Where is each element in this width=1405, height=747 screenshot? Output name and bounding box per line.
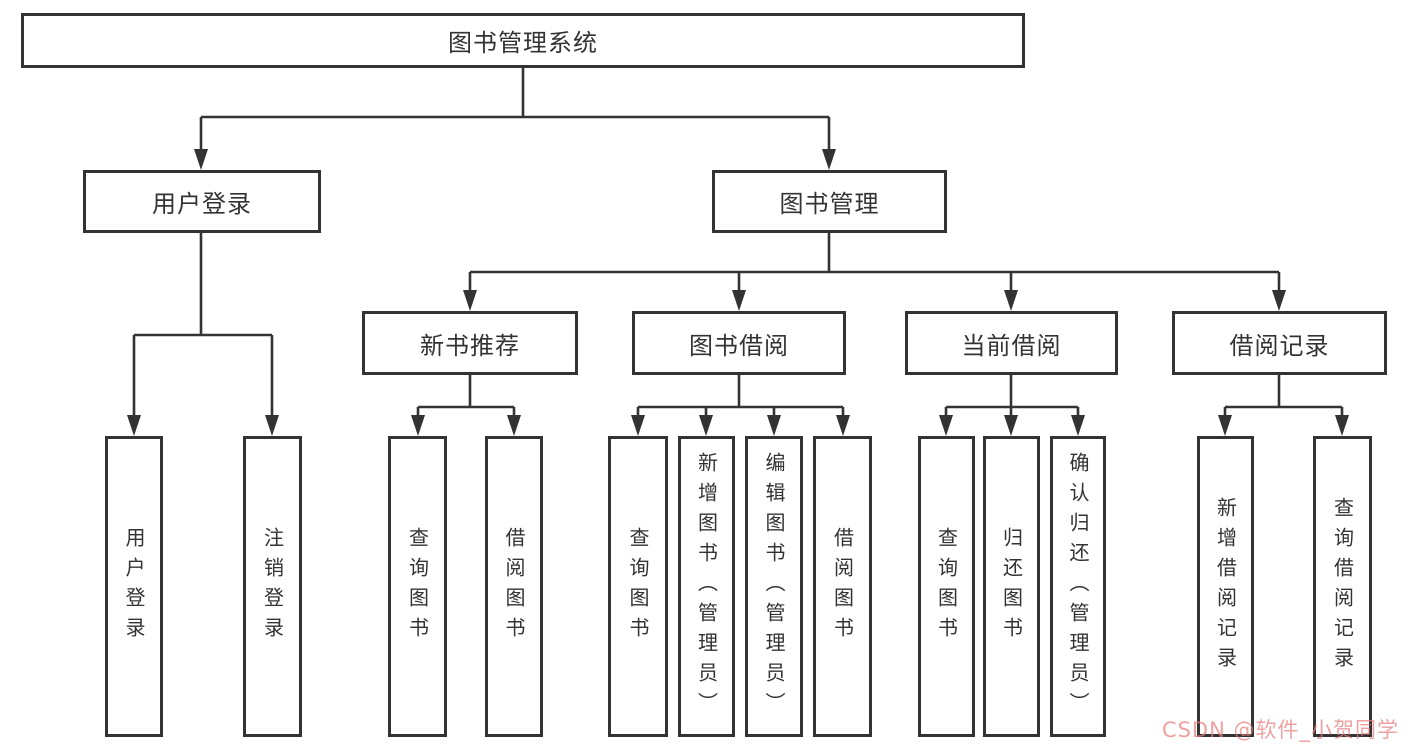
node-label: 图书管理系统 <box>448 29 598 57</box>
node-label: 新书推荐 <box>420 331 520 360</box>
leaf-query-books-recommend: 查询图书 <box>388 436 447 737</box>
leaf-label: 查询图书 <box>626 526 650 647</box>
leaf-label: 确认归还（管理员） <box>1066 451 1090 722</box>
node-current-borrow: 当前借阅 <box>905 311 1118 375</box>
leaf-user-login: 用户登录 <box>105 436 163 737</box>
leaf-label: 新增图书（管理员） <box>694 451 719 722</box>
csdn-watermark: CSDN @软件_小贺同学 <box>1161 718 1399 742</box>
node-book-borrow: 图书借阅 <box>632 311 846 375</box>
leaf-borrow-books: 借阅图书 <box>813 436 872 737</box>
leaf-label: 编辑图书（管理员） <box>762 451 786 722</box>
arrowheads <box>127 149 1349 436</box>
leaf-confirm-return-admin: 确认归还（管理员） <box>1050 436 1106 737</box>
node-borrow-records: 借阅记录 <box>1172 311 1387 375</box>
leaf-borrow-books-recommend: 借阅图书 <box>485 436 543 737</box>
leaf-label: 注销登录 <box>260 526 285 647</box>
leaf-label: 新增借阅记录 <box>1213 496 1238 677</box>
node-new-book-recommend: 新书推荐 <box>362 311 578 375</box>
leaf-label: 用户登录 <box>122 526 146 647</box>
leaf-label: 查询借阅记录 <box>1330 496 1355 677</box>
node-label: 图书借阅 <box>689 331 789 360</box>
leaf-label: 归还图书 <box>999 526 1024 647</box>
leaf-add-books-admin: 新增图书（管理员） <box>678 436 735 737</box>
node-label: 借阅记录 <box>1229 331 1330 360</box>
leaf-logout: 注销登录 <box>243 436 302 737</box>
leaf-label: 借阅图书 <box>502 526 526 647</box>
node-label: 图书管理 <box>779 190 880 218</box>
leaf-return-books: 归还图书 <box>983 436 1040 737</box>
leaf-query-borrow-record: 查询借阅记录 <box>1313 436 1372 737</box>
node-user-login: 用户登录 <box>83 170 321 233</box>
leaf-query-books-current: 查询图书 <box>918 436 975 737</box>
node-label: 用户登录 <box>152 190 252 218</box>
leaf-label: 查询图书 <box>934 526 959 647</box>
leaf-label: 查询图书 <box>405 526 430 647</box>
leaf-query-books-borrow: 查询图书 <box>608 436 668 737</box>
node-root-system: 图书管理系统 <box>21 13 1025 68</box>
leaf-label: 借阅图书 <box>830 526 855 647</box>
leaf-edit-books-admin: 编辑图书（管理员） <box>745 436 803 737</box>
node-book-management: 图书管理 <box>712 170 947 233</box>
leaf-add-borrow-record: 新增借阅记录 <box>1197 436 1254 737</box>
node-label: 当前借阅 <box>961 331 1062 360</box>
